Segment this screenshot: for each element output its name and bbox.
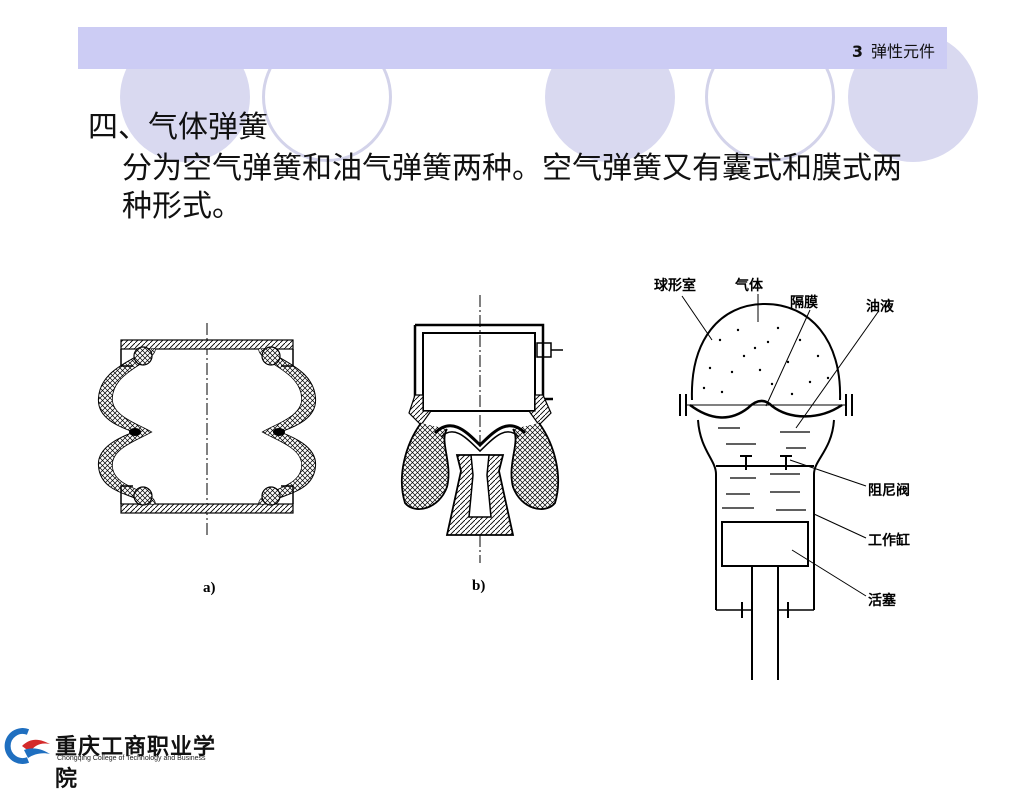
oil-lines [718,427,810,511]
slide-body-text: 分为空气弹簧和油气弹簧两种。空气弹簧又有囊式和膜式两种形式。 [122,151,902,224]
label-oil: 油液 [866,299,894,315]
section-title: 弹性元件 [870,42,935,61]
label-gas: 气体 [735,278,763,294]
gas-dots [702,326,830,396]
figure-b-caption: b) [472,578,486,594]
label-piston: 活塞 [868,593,896,609]
header-bar: 3 弹性元件 [78,27,947,69]
figure-b-diaphragm-diagram [401,295,563,563]
label-damping-valve: 阻尼阀 [868,483,910,499]
college-name-en: Chongqing College of Technology and Busi… [57,755,206,762]
slide-heading: 四、气体弹簧 [88,110,268,145]
label-cylinder: 工作缸 [868,533,910,549]
college-logo: 重庆工商职业学院 Chongqing College of Technology… [0,724,232,792]
leader-lines [681,294,879,597]
label-diaphragm: 隔膜 [790,295,818,311]
label-sphere-chamber: 球形室 [654,278,696,294]
section-label: 3 弹性元件 [852,38,935,62]
figure-c-oil-gas-spring-diagram [679,294,879,680]
college-logo-icon [4,728,50,764]
figure-a-caption: a) [203,580,216,596]
figure-a-bellows-diagram [97,323,317,538]
section-number: 3 [851,42,863,61]
